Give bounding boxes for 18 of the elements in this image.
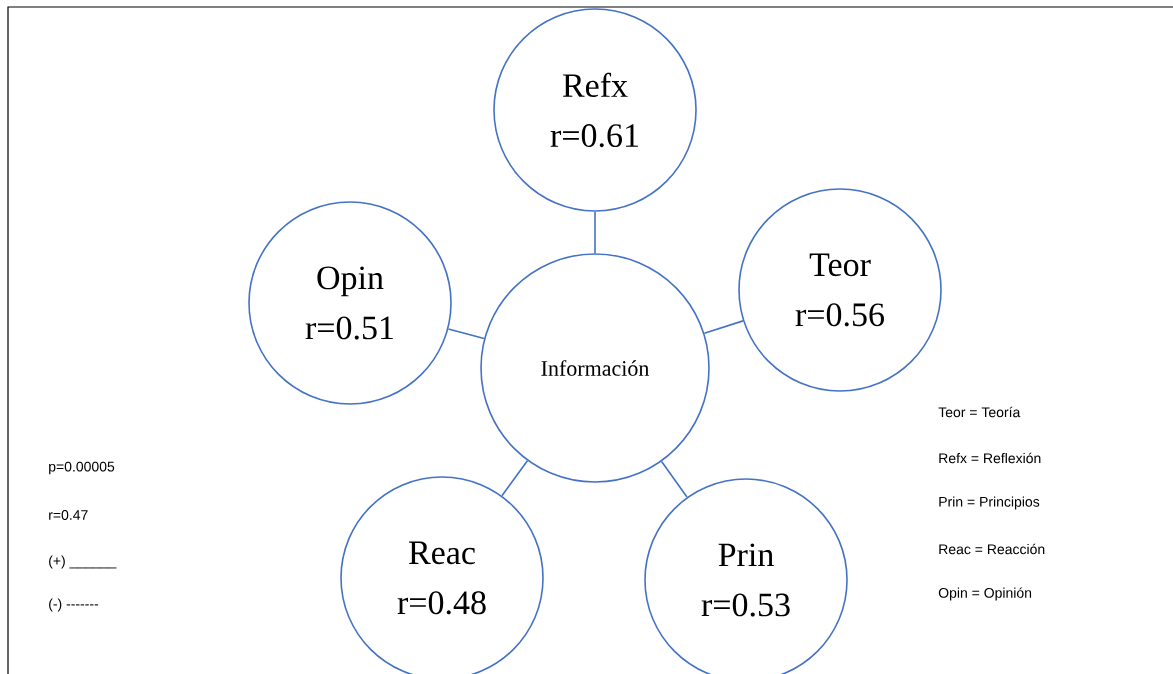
connector-line	[447, 328, 485, 340]
note-text: Refx = Reflexión	[939, 452, 1041, 464]
circle-node: Opin r=0.51	[248, 201, 452, 405]
note-text: (-) -------	[49, 598, 99, 612]
note-text: Reac = Reacción	[939, 543, 1045, 555]
note-text: r=0.47	[49, 510, 88, 520]
note-text: p=0.00005	[49, 461, 115, 475]
connector-line	[594, 211, 596, 254]
note-text: (+) ______	[49, 555, 117, 569]
note-text: Prin = Principios	[939, 496, 1040, 510]
connector-line	[703, 320, 744, 334]
connector-line	[660, 460, 688, 498]
circle-node: Teor r=0.56	[738, 188, 942, 392]
connector-line	[501, 459, 529, 497]
note-text: Teor = Teoría	[938, 406, 1021, 418]
circle-node: Información	[480, 253, 710, 483]
circle-node: Refx r=0.61	[493, 8, 697, 212]
note-text: Opin = Opinión	[938, 587, 1032, 601]
